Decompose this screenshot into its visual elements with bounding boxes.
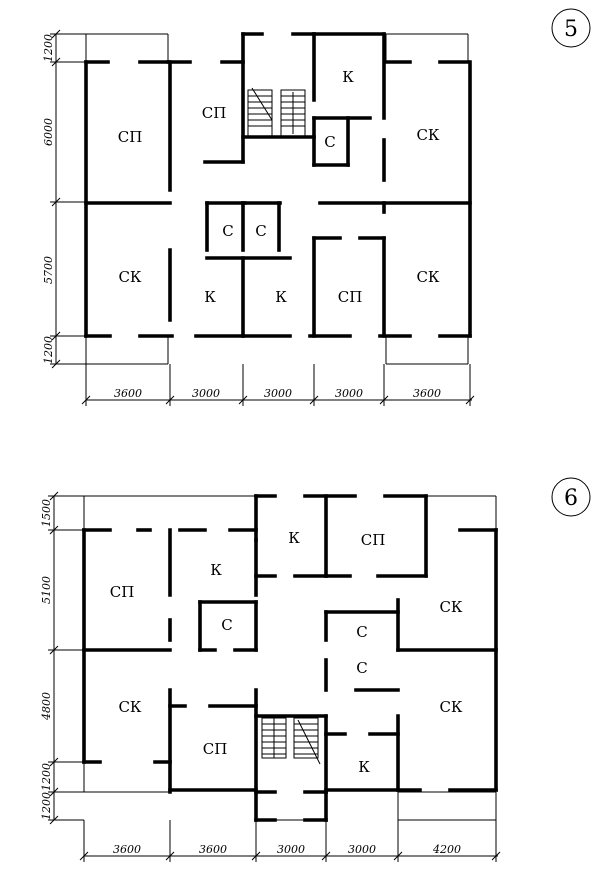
dim-label: 5100 <box>40 576 53 604</box>
dim-label: 1200 <box>40 792 53 820</box>
horizontal-dimension-labels: 3600 3000 3000 3000 3600 <box>114 387 441 400</box>
walls <box>84 32 472 338</box>
dim-label: 3000 <box>192 387 220 400</box>
room-label: СП <box>361 531 386 549</box>
plan-number-badge: 5 <box>551 8 591 48</box>
room-label: С <box>222 222 233 240</box>
room-labels: СП СП К С СК С С СК К К СП СК <box>118 68 440 306</box>
dim-label: 1500 <box>40 499 53 527</box>
room-label: СК <box>118 268 141 286</box>
room-label: СК <box>416 126 439 144</box>
balcony-outlines <box>85 33 469 365</box>
room-label: СП <box>203 740 228 758</box>
dim-label: 1200 <box>42 336 55 364</box>
dimension-lines <box>50 29 475 406</box>
dim-label: 3600 <box>113 843 141 856</box>
plan-number: 5 <box>564 17 578 42</box>
vertical-dimension-labels: 1500 5100 4800 1200 1200 <box>40 499 53 820</box>
dim-label: 5700 <box>42 256 55 284</box>
dim-label: 1200 <box>42 34 55 62</box>
dim-label: 3600 <box>413 387 441 400</box>
plan-number-badge: 6 <box>551 477 591 517</box>
room-label: СК <box>439 698 462 716</box>
dim-label: 3000 <box>264 387 292 400</box>
plan-number: 6 <box>564 486 578 511</box>
room-label: С <box>356 623 367 641</box>
staircase <box>261 717 321 765</box>
vertical-dimension-labels: 1200 6000 5700 1200 <box>42 34 55 364</box>
room-label: К <box>210 561 222 579</box>
room-labels: К СП СП К С СК С С СК СП СК К <box>110 529 463 776</box>
room-label: СП <box>202 104 227 122</box>
room-label: СП <box>118 128 143 146</box>
staircase <box>247 87 306 137</box>
room-label: СК <box>439 598 462 616</box>
room-label: СК <box>118 698 141 716</box>
plan-6: 6 <box>40 477 591 862</box>
dimension-lines <box>48 491 501 862</box>
room-label: К <box>342 68 354 86</box>
dim-label: 6000 <box>42 118 55 146</box>
dim-label: 3600 <box>199 843 227 856</box>
room-label: К <box>288 529 300 547</box>
room-label: К <box>204 288 216 306</box>
room-label: СК <box>416 268 439 286</box>
dim-label: 4200 <box>432 843 461 856</box>
dim-label: 3000 <box>335 387 363 400</box>
room-label: СП <box>338 288 363 306</box>
dim-label: 3000 <box>277 843 305 856</box>
room-label: С <box>356 659 367 677</box>
room-label: С <box>324 133 335 151</box>
dim-label: 4800 <box>40 692 53 721</box>
horizontal-dimension-labels: 3600 3600 3000 3000 4200 <box>113 843 461 856</box>
room-label: С <box>221 616 232 634</box>
dim-label: 1200 <box>40 763 53 791</box>
plan-5: 5 <box>42 8 591 406</box>
room-label: К <box>358 758 370 776</box>
dim-label: 3000 <box>348 843 376 856</box>
room-label: К <box>275 288 287 306</box>
room-label: СП <box>110 583 135 601</box>
walls <box>82 494 498 822</box>
room-label: С <box>255 222 266 240</box>
dim-label: 3600 <box>114 387 142 400</box>
